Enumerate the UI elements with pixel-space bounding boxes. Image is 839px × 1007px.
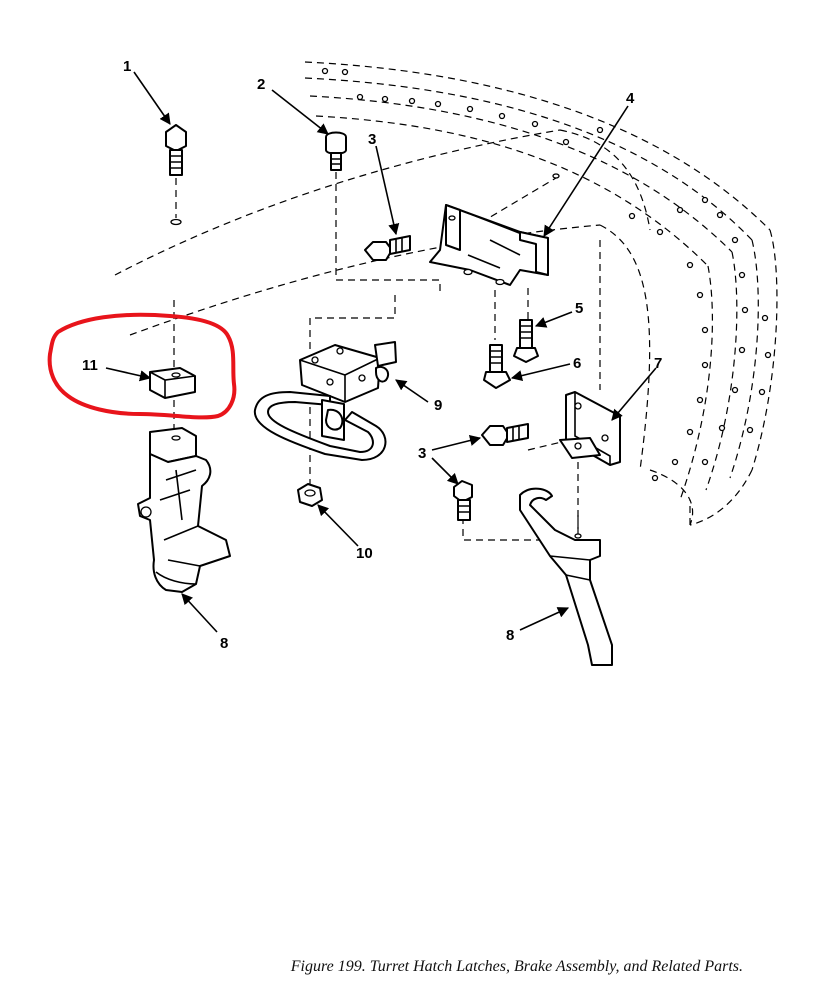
figure-caption: Figure 199. Turret Hatch Latches, Brake … [290,958,743,975]
part-2-screw [325,131,347,280]
part-6-bolt [483,344,511,389]
highlight-circle [47,312,237,420]
part-3-bolt-upper [364,235,411,261]
part-5-screw [513,319,539,363]
callout-8-right: 8 [506,627,514,644]
turret-ring-outline [114,61,778,526]
part-9-latch-handle [253,341,397,461]
callout-4: 4 [626,90,635,107]
part-8-brake-lever [519,487,613,666]
part-1-bolt [165,124,187,226]
part-8-latch [137,427,231,593]
part-4-bracket [429,173,560,340]
part-7-bracket [559,391,621,466]
part-11-spacer-block [149,367,196,399]
callout-10: 10 [356,545,373,562]
callout-6: 6 [573,355,581,372]
callout-8-left: 8 [220,635,228,652]
callout-5: 5 [575,300,583,317]
callout-11: 11 [82,357,98,374]
callout-1: 1 [123,58,131,75]
part-3-bolts-lower [453,423,529,521]
callout-9: 9 [434,397,442,414]
callout-3-lower: 3 [418,445,426,462]
callout-7: 7 [654,355,662,372]
leader-lines [105,71,657,633]
callout-2: 2 [257,76,265,93]
part-10-nut [297,483,323,507]
ring-bolt-holes [321,67,772,482]
callout-3-upper: 3 [368,131,376,148]
